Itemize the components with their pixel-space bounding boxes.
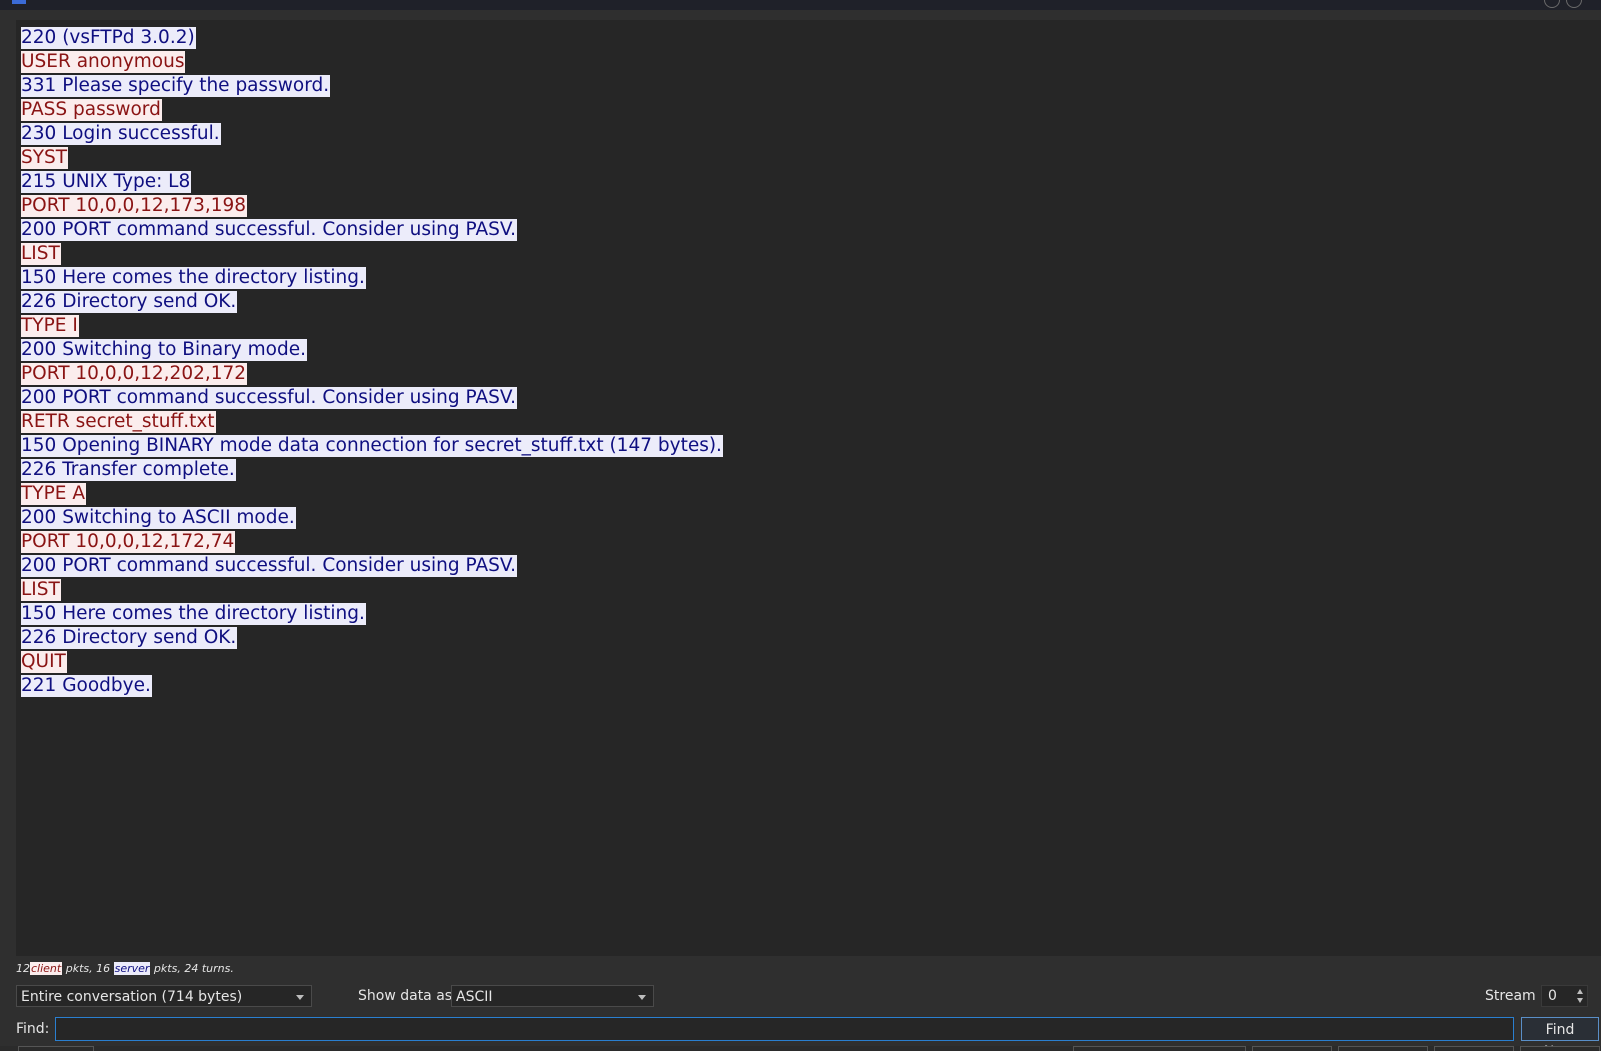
stream-line: 230 Login successful. (21, 122, 723, 146)
client-message: PASS password (21, 99, 162, 121)
server-message: 200 Switching to ASCII mode. (21, 507, 296, 529)
stream-line: PORT 10,0,0,12,173,198 (21, 194, 723, 218)
stream-line: TYPE I (21, 314, 723, 338)
show-data-select-value: ASCII (456, 989, 493, 1005)
stream-line: 226 Transfer complete. (21, 458, 723, 482)
client-message: PORT 10,0,0,12,202,172 (21, 363, 248, 385)
chevron-down-icon (638, 995, 646, 1000)
stream-line: 331 Please specify the password. (21, 74, 723, 98)
chevron-up-icon[interactable] (1577, 989, 1583, 994)
title-bar (0, 0, 1601, 10)
minimize-button[interactable] (1544, 0, 1560, 8)
bottom-button[interactable] (18, 1046, 94, 1051)
stats-mid-text: pkts, 16 (62, 962, 114, 975)
stream-line: 226 Directory send OK. (21, 626, 723, 650)
stream-line: 200 PORT command successful. Consider us… (21, 386, 723, 410)
find-label: Find: (16, 1021, 50, 1037)
stream-line: PORT 10,0,0,12,202,172 (21, 362, 723, 386)
server-message: 200 PORT command successful. Consider us… (21, 219, 518, 241)
bottom-button[interactable] (1434, 1046, 1514, 1051)
stream-line: 200 Switching to Binary mode. (21, 338, 723, 362)
client-tag: client (30, 962, 63, 975)
stream-line: 150 Here comes the directory listing. (21, 602, 723, 626)
stream-line: 226 Directory send OK. (21, 290, 723, 314)
stream-number-spinbox[interactable]: 0 (1541, 985, 1588, 1007)
server-message: 226 Directory send OK. (21, 291, 238, 313)
server-message: 200 PORT command successful. Consider us… (21, 555, 518, 577)
find-next-button[interactable]: Find Next (1521, 1017, 1599, 1051)
find-input[interactable] (55, 1017, 1514, 1041)
stream-line: SYST (21, 146, 723, 170)
stream-line: 200 Switching to ASCII mode. (21, 506, 723, 530)
client-message: LIST (21, 579, 61, 601)
bottom-button[interactable] (1252, 1046, 1332, 1051)
bottom-button[interactable] (1520, 1046, 1600, 1051)
stream-line: RETR secret_stuff.txt (21, 410, 723, 434)
server-message: 226 Directory send OK. (21, 627, 238, 649)
stream-line: 150 Opening BINARY mode data connection … (21, 434, 723, 458)
stream-label: Stream (1485, 988, 1536, 1004)
client-message: PORT 10,0,0,12,173,198 (21, 195, 248, 217)
server-message: 226 Transfer complete. (21, 459, 236, 481)
stream-line: 200 PORT command successful. Consider us… (21, 218, 723, 242)
bottom-button[interactable] (1338, 1046, 1428, 1051)
stream-line: 221 Goodbye. (21, 674, 723, 698)
client-message: PORT 10,0,0,12,172,74 (21, 531, 236, 553)
server-message: 200 PORT command successful. Consider us… (21, 387, 518, 409)
bottom-button-row (0, 1046, 1601, 1051)
stream-line: TYPE A (21, 482, 723, 506)
stream-line: 220 (vsFTPd 3.0.2) (21, 26, 723, 50)
stream-line: 215 UNIX Type: L8 (21, 170, 723, 194)
stream-number-value: 0 (1548, 988, 1557, 1004)
client-packet-count: 12 (16, 962, 30, 975)
client-message: RETR secret_stuff.txt (21, 411, 216, 433)
close-button[interactable] (1566, 0, 1582, 8)
server-message: 150 Opening BINARY mode data connection … (21, 435, 723, 457)
stream-line: PORT 10,0,0,12,172,74 (21, 530, 723, 554)
stream-line: USER anonymous (21, 50, 723, 74)
server-message: 220 (vsFTPd 3.0.2) (21, 27, 196, 49)
server-message: 331 Please specify the password. (21, 75, 331, 97)
client-message: USER anonymous (21, 51, 186, 73)
server-message: 150 Here comes the directory listing. (21, 267, 366, 289)
stream-stats: 12client pkts, 16 server pkts, 24 turns. (16, 962, 234, 975)
stats-tail-text: pkts, 24 turns. (150, 962, 234, 975)
client-message: LIST (21, 243, 61, 265)
client-message: TYPE I (21, 315, 79, 337)
bottom-button[interactable] (1073, 1046, 1246, 1051)
show-data-select[interactable]: ASCII (451, 985, 654, 1007)
stream-line: LIST (21, 242, 723, 266)
server-message: 230 Login successful. (21, 123, 221, 145)
server-message: 221 Goodbye. (21, 675, 152, 697)
chevron-down-icon (296, 995, 304, 1000)
stream-line: 150 Here comes the directory listing. (21, 266, 723, 290)
conversation-select-value: Entire conversation (714 bytes) (21, 989, 243, 1005)
conversation-select[interactable]: Entire conversation (714 bytes) (16, 985, 312, 1007)
stream-line: QUIT (21, 650, 723, 674)
stream-line: 200 PORT command successful. Consider us… (21, 554, 723, 578)
server-message: 200 Switching to Binary mode. (21, 339, 307, 361)
client-message: TYPE A (21, 483, 86, 505)
app-icon (12, 0, 26, 4)
stream-line: PASS password (21, 98, 723, 122)
server-message: 150 Here comes the directory listing. (21, 603, 366, 625)
spin-arrows-icon[interactable] (1576, 988, 1585, 1004)
server-message: 215 UNIX Type: L8 (21, 171, 192, 193)
chevron-down-icon[interactable] (1577, 998, 1583, 1003)
client-message: SYST (21, 147, 69, 169)
server-tag: server (113, 962, 151, 975)
show-data-label: Show data as (358, 988, 453, 1004)
stream-line: LIST (21, 578, 723, 602)
client-message: QUIT (21, 651, 67, 673)
